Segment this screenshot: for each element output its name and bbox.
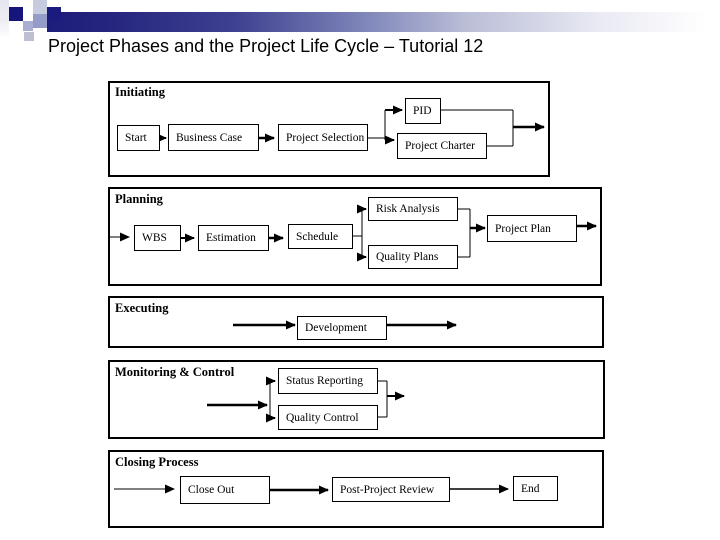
section-closing-label: Closing Process bbox=[115, 455, 199, 469]
section-monitoring-label: Monitoring & Control bbox=[115, 365, 235, 379]
node-project-selection: Project Selection bbox=[278, 124, 368, 151]
section-initiating-label: Initiating bbox=[115, 85, 166, 99]
node-status-reporting: Status Reporting bbox=[278, 368, 378, 394]
node-pid: PID bbox=[405, 98, 441, 124]
node-development: Development bbox=[297, 316, 387, 340]
decor-square-small-1 bbox=[23, 21, 33, 31]
node-estimation: Estimation bbox=[198, 225, 269, 251]
slide-title: Project Phases and the Project Life Cycl… bbox=[48, 36, 484, 56]
node-close-out: Close Out bbox=[180, 476, 270, 504]
decor-square-mid bbox=[33, 14, 47, 28]
node-quality-control: Quality Control bbox=[278, 405, 378, 430]
node-end: End bbox=[513, 476, 558, 501]
section-planning-label: Planning bbox=[115, 192, 163, 206]
decor-square-navy-2 bbox=[47, 7, 61, 21]
decor-square-light bbox=[33, 0, 47, 14]
title-bar-gradient bbox=[47, 12, 720, 32]
node-post-project-review: Post-Project Review bbox=[332, 477, 450, 502]
section-executing-label: Executing bbox=[115, 301, 169, 315]
node-business-case: Business Case bbox=[168, 124, 259, 151]
decor-square-navy-1 bbox=[9, 7, 23, 21]
node-quality-plans: Quality Plans bbox=[368, 245, 458, 269]
decor-left-band bbox=[0, 0, 9, 38]
decor-square-small-2 bbox=[24, 32, 34, 41]
node-project-charter: Project Charter bbox=[397, 133, 487, 159]
node-start: Start bbox=[117, 125, 160, 151]
node-risk-analysis: Risk Analysis bbox=[368, 197, 458, 221]
node-schedule: Schedule bbox=[288, 224, 353, 249]
node-project-plan: Project Plan bbox=[487, 215, 577, 242]
node-wbs: WBS bbox=[134, 225, 181, 251]
